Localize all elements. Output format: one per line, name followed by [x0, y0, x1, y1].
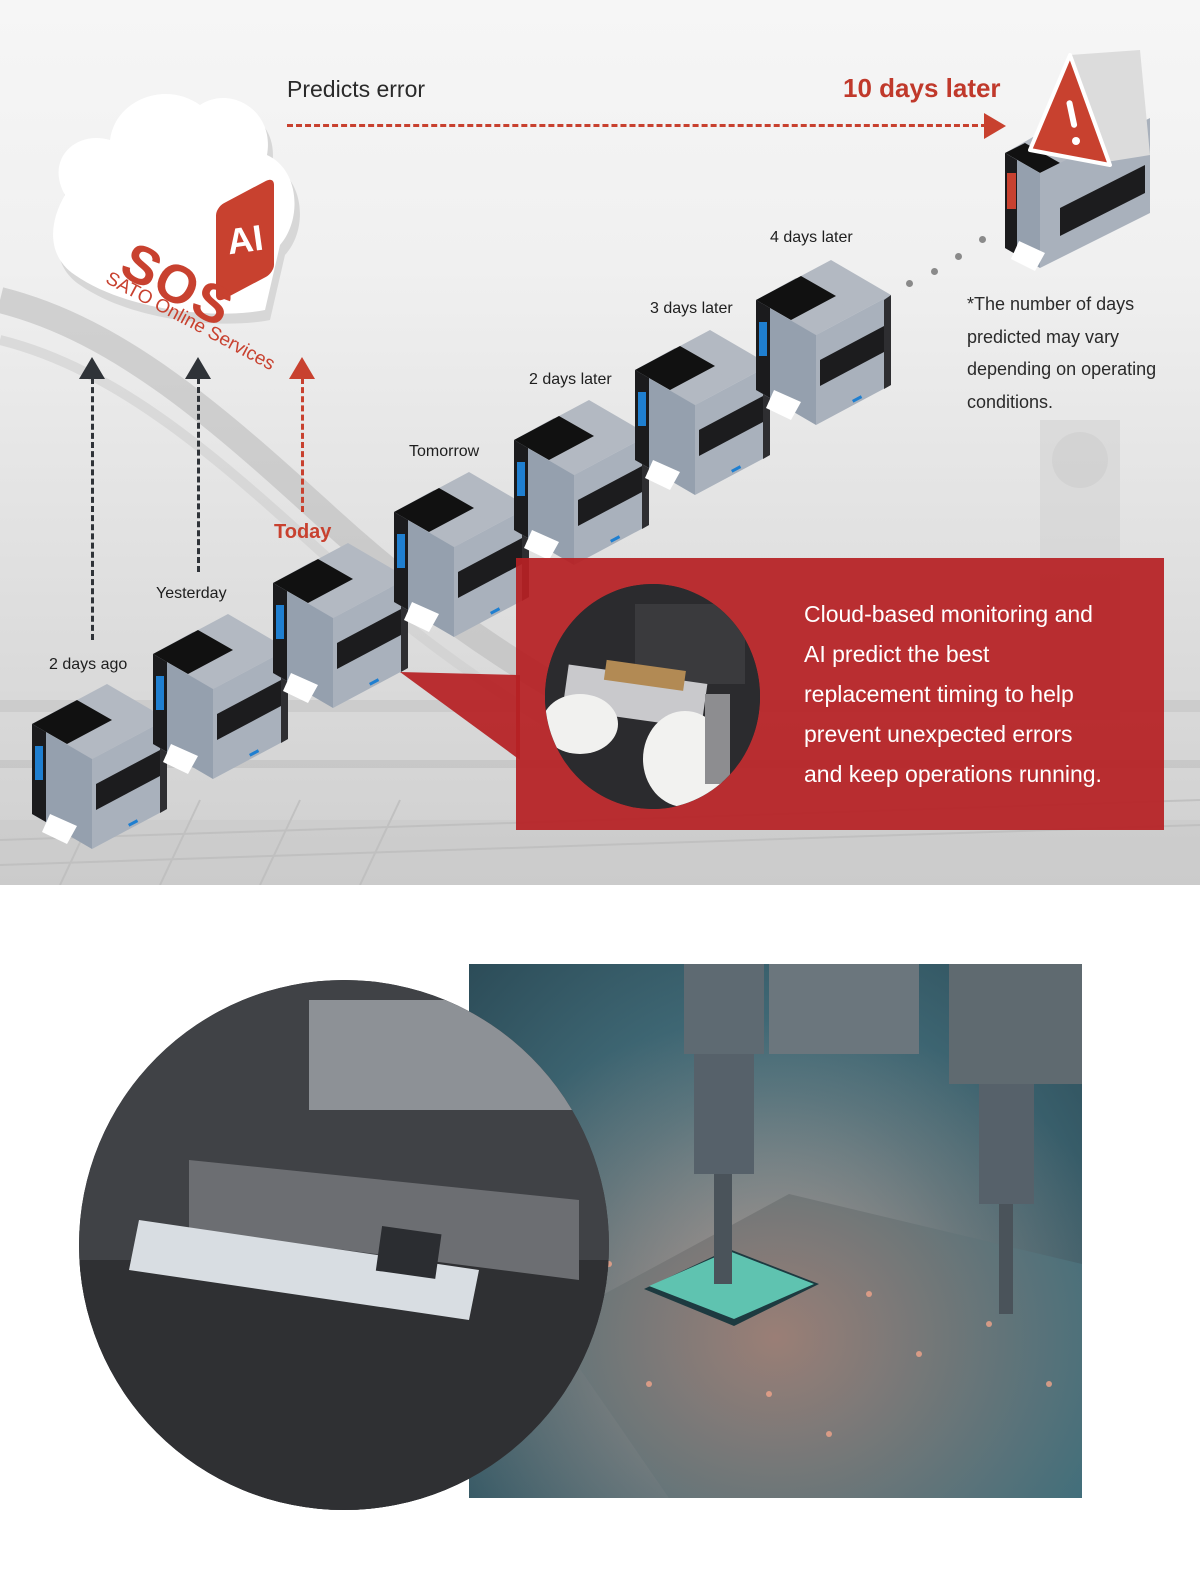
printer-sequence — [32, 50, 1150, 849]
day-label: 4 days later — [770, 229, 853, 246]
day-label: 3 days later — [650, 300, 733, 317]
arrow-up-icon — [79, 357, 105, 379]
printer-tomorrow — [394, 472, 529, 637]
day-label-today: Today — [274, 521, 332, 543]
printer-3-days-later — [635, 330, 770, 495]
arrow-up-icon — [185, 357, 211, 379]
sos-cloud-logo: AI SOS SATO Online Services — [40, 70, 320, 375]
printer-today — [273, 543, 408, 708]
trail-dot — [979, 236, 986, 243]
predicts-error-label: Predicts error — [287, 76, 426, 102]
prediction-dashed-line — [287, 124, 987, 127]
day-label: 2 days later — [529, 371, 612, 388]
upload-arrow-2-days-ago — [91, 378, 94, 640]
footnote: *The number of days predicted may vary d… — [967, 294, 1157, 412]
printhead-replacement-photo — [545, 584, 760, 809]
trail-dot — [931, 268, 938, 275]
printer-2-days-later — [514, 400, 649, 565]
callout-text: Cloud-based monitoring and AI predict th… — [804, 601, 1102, 787]
printer-yesterday — [153, 614, 288, 779]
upload-arrow-yesterday — [197, 378, 200, 572]
warning-icon — [1028, 50, 1150, 167]
ten-days-later-label: 10 days later — [843, 73, 1001, 103]
day-label: Yesterday — [156, 585, 227, 602]
day-label: 2 days ago — [49, 656, 128, 673]
label-printer-closeup-photo — [79, 980, 609, 1510]
trail-dot — [955, 253, 962, 260]
trail-dot — [906, 280, 913, 287]
printer-2-days-ago — [32, 684, 167, 849]
arrow-up-icon — [289, 357, 315, 379]
day-label: Tomorrow — [409, 443, 480, 460]
upload-arrow-today — [301, 378, 304, 512]
predictive-maintenance-infographic: AI SOS SATO Online Services Predicts err… — [0, 0, 1200, 885]
arrow-right-icon — [984, 113, 1006, 139]
printer-4-days-later — [756, 260, 891, 425]
callout-tail — [400, 672, 520, 760]
pcb-assembly-photo — [469, 964, 1082, 1498]
